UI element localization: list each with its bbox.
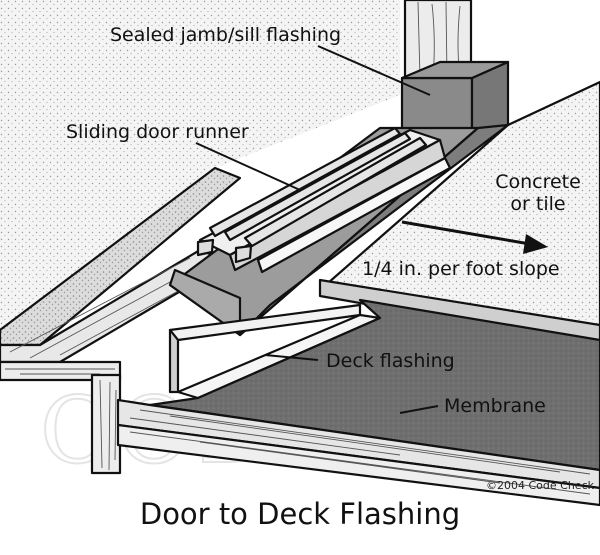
sliding-door-runner <box>196 126 452 274</box>
jamb-flashing-leader <box>317 45 431 96</box>
concrete-label-line1: Concrete <box>495 171 581 193</box>
slope-arrow <box>401 220 548 254</box>
slope-label: 1/4 in. per foot slope <box>362 258 560 280</box>
leader-lines <box>195 45 439 414</box>
copyright-notice: ©2004 Code Check <box>486 479 595 492</box>
membrane-label: Membrane <box>444 395 546 417</box>
door-runner-leader <box>195 142 301 191</box>
membrane-leader <box>399 405 439 414</box>
door-runner-label: Sliding door runner <box>66 121 249 143</box>
jamb-flashing-label: Sealed jamb/sill flashing <box>110 24 341 46</box>
concrete-label-line2: or tile <box>510 193 565 215</box>
deck-flashing-leader <box>264 354 319 361</box>
jamb-sill-flashing <box>400 60 510 142</box>
deck-flashing-label: Deck flashing <box>326 350 455 372</box>
interior-floor <box>0 0 400 347</box>
diagram-title: Door to Deck Flashing <box>140 497 460 531</box>
deck-framing <box>116 398 600 507</box>
left-post <box>90 373 122 475</box>
